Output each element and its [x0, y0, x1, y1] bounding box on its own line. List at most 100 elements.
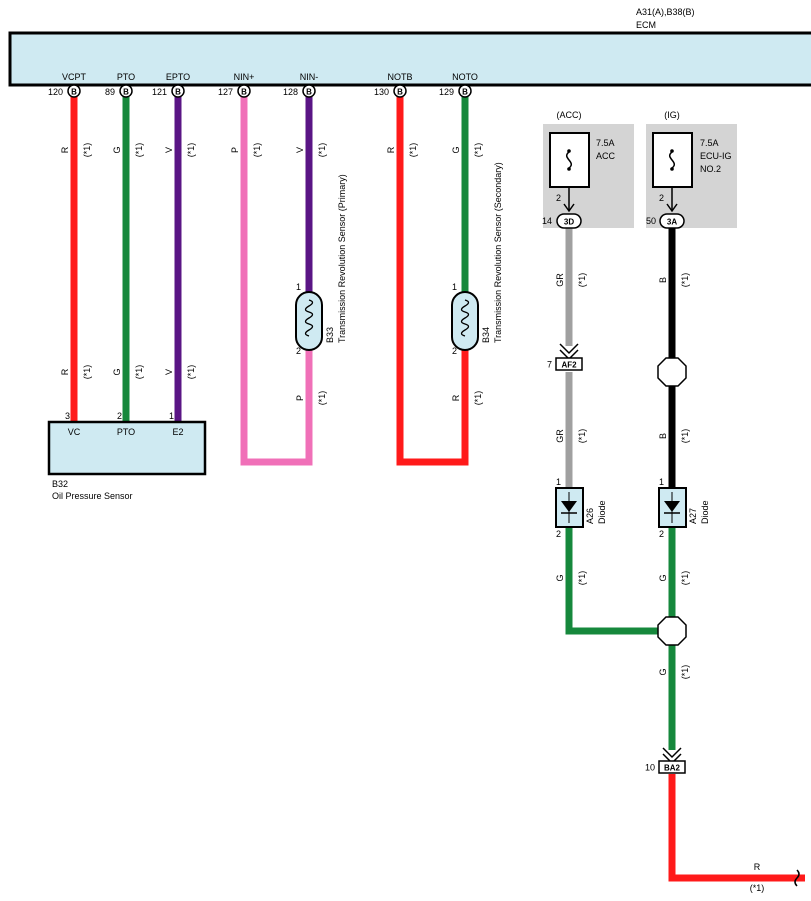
wire-note: (*1)	[473, 143, 483, 158]
pin-label: VCPT	[62, 72, 87, 82]
pin-label: PTO	[117, 427, 135, 437]
component-code: A27	[688, 508, 698, 524]
oil-pressure-sensor: 3 2 1 VC PTO E2 B32 Oil Pressure Sensor	[47, 411, 207, 501]
junction-label: 3A	[667, 218, 677, 227]
pin-label: VC	[68, 427, 81, 437]
wire-code: GR	[555, 273, 565, 287]
terminal-connector: B	[462, 88, 468, 97]
component-code: B34	[481, 327, 491, 343]
wire-note: (*1)	[680, 571, 690, 586]
wire-code: R	[60, 368, 70, 375]
pin-number: 1	[169, 411, 174, 421]
wire-note: (*1)	[186, 143, 196, 158]
fuse-icon-dot	[670, 149, 674, 153]
revolution-sensor-secondary: 1 2 B34 Transmission Revolution Sensor (…	[451, 162, 503, 356]
connector-box	[658, 760, 686, 774]
coil-icon	[304, 299, 314, 337]
terminal-connector: B	[71, 88, 77, 97]
sensor-body	[295, 291, 323, 351]
terminal-connector: B	[123, 88, 129, 97]
pin-number: 1	[296, 282, 301, 292]
component-name: Transmission Revolution Sensor (Secondar…	[493, 162, 503, 343]
pin-number: 129	[439, 87, 454, 97]
pin-number: 2	[296, 346, 301, 356]
component-name: Transmission Revolution Sensor (Primary)	[337, 174, 347, 343]
component-name: Oil Pressure Sensor	[52, 491, 133, 501]
pin-label: NIN-	[300, 72, 319, 82]
diode-a26: 1 2 A26 Diode	[555, 477, 607, 539]
splice-point	[657, 357, 687, 387]
ecm-pin-nin-plus: NIN+ 127 B	[218, 72, 255, 98]
fuse-icon	[566, 151, 572, 169]
ecm-pin-epto: EPTO 121 B	[152, 72, 190, 98]
terminal-circle	[458, 84, 472, 98]
junction-number: 14	[542, 216, 552, 226]
fuse-rating: 7.5A	[596, 138, 615, 148]
wire-note: (*1)	[134, 365, 144, 380]
wire-note: (*1)	[82, 365, 92, 380]
wire-note: (*1)	[750, 883, 765, 893]
connector-ba2: BA2 10	[645, 747, 686, 774]
fuse-acc: (ACC) 7.5A ACC 2 14 3D	[542, 110, 634, 229]
junction-connector	[659, 213, 685, 229]
arrow-down-icon	[666, 203, 678, 213]
terminal-circle	[302, 84, 316, 98]
arrow-down-icon	[563, 203, 575, 213]
component-code: B32	[52, 479, 68, 489]
pin-number: 3	[65, 411, 70, 421]
wire-note: (*1)	[577, 273, 587, 288]
pin-number: 2	[556, 193, 561, 203]
wire-code: V	[295, 147, 305, 153]
fuse-icon-dot	[670, 167, 674, 171]
pin-number: 120	[48, 87, 63, 97]
fuse-icon	[669, 151, 675, 169]
wire-note: (*1)	[408, 143, 418, 158]
ecm-connector-codes: A31(A),B38(B)	[636, 7, 695, 17]
ecm-pin-pto: PTO 89 B	[105, 72, 135, 98]
pin-number: 2	[659, 193, 664, 203]
sensor-body	[451, 291, 479, 351]
fuse-ig: (IG) 7.5A ECU-IG NO.2 2 50 3A	[646, 110, 737, 229]
ecm-pin-nin-minus: NIN- 128 B	[283, 72, 319, 98]
ecm-pin-vcpt: VCPT 120 B	[48, 72, 87, 98]
wire-note: (*1)	[317, 391, 327, 406]
wire-code: P	[230, 147, 240, 153]
connector-box	[555, 357, 583, 371]
pin-label: NIN+	[234, 72, 255, 82]
pin-label: E2	[172, 427, 183, 437]
junction-number: 50	[646, 216, 656, 226]
wire-code: R	[451, 394, 461, 401]
terminal-circle	[393, 84, 407, 98]
pin-number: 1	[556, 477, 561, 487]
terminal-connector: B	[175, 88, 181, 97]
fuse-name: ECU-IG	[700, 151, 732, 161]
component-code: A26	[585, 508, 595, 524]
terminal-connector: B	[306, 88, 312, 97]
wire-code: G	[451, 146, 461, 153]
ecm-pin-noto: NOTO 129 B	[439, 72, 478, 98]
ecm-body	[8, 31, 811, 87]
junction-label: 3D	[564, 218, 574, 227]
fuse-name: ACC	[596, 151, 616, 161]
ecm-pin-notb: NOTB 130 B	[374, 72, 413, 98]
revolution-sensor-primary: 1 2 B33 Transmission Revolution Sensor (…	[295, 174, 347, 356]
fuse-icon-dot	[567, 167, 571, 171]
pin-label: EPTO	[166, 72, 190, 82]
splice-point	[657, 616, 687, 646]
wire-note: (*1)	[252, 143, 262, 158]
connector-af2: AF2 7	[547, 343, 583, 371]
wire-notb	[396, 96, 469, 466]
pin-number: 1	[659, 477, 664, 487]
wire-code: G	[658, 574, 668, 581]
wire-code: V	[164, 147, 174, 153]
sensor-body	[47, 420, 207, 476]
wire-note: (*1)	[82, 143, 92, 158]
wire-code: V	[164, 369, 174, 375]
wire-a26-g	[565, 527, 660, 635]
wire-code: R	[60, 146, 70, 153]
pin-number: 2	[556, 529, 561, 539]
component-name: Diode	[597, 500, 607, 524]
pin-label: NOTB	[387, 72, 412, 82]
connector-number: 10	[645, 763, 655, 773]
wire-code: B	[658, 277, 668, 283]
